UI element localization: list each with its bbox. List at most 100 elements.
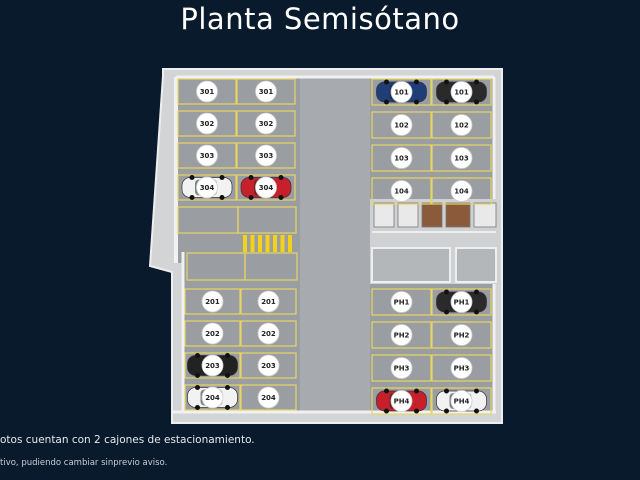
parking-bay	[371, 288, 432, 316]
crosswalk-stripe	[258, 235, 262, 252]
spot-number: PH2	[454, 332, 470, 340]
parking-bay	[371, 144, 432, 172]
parking-bay	[240, 320, 297, 347]
parking-bays	[177, 78, 492, 415]
spot-number: PH4	[454, 398, 470, 406]
spot-number-badge: 302	[196, 112, 218, 135]
parking-bay	[371, 321, 432, 349]
spot-number-badge: 301	[196, 80, 218, 103]
parking-bay	[177, 78, 237, 105]
parking-bay	[236, 78, 296, 105]
parking-bay	[184, 320, 241, 347]
spot-number: 302	[259, 120, 274, 128]
spot-number: 102	[454, 122, 469, 130]
spot-number: 304	[200, 184, 215, 192]
footnote-parking: otos cuentan con 2 cajones de estacionam…	[0, 434, 255, 446]
parking-bay	[371, 354, 432, 382]
spot-number: 104	[394, 188, 409, 196]
stair-room	[445, 202, 471, 228]
crosswalk-stripe	[265, 235, 270, 252]
parking-bay	[177, 142, 237, 169]
spot-number-badge: 201	[201, 290, 224, 313]
spot-number-badge: PH1	[450, 291, 473, 313]
spot-number-badge: 303	[255, 144, 277, 167]
spot-number-badge: PH3	[450, 357, 473, 379]
spot-number: PH1	[454, 299, 470, 307]
spot-number: 203	[205, 362, 220, 370]
service-core	[370, 199, 500, 284]
spot-number-badge: PH2	[390, 324, 413, 346]
spot-number: PH2	[394, 332, 410, 340]
parking-bay	[431, 321, 492, 349]
parking-bay	[240, 384, 297, 411]
central-driveway	[300, 77, 370, 412]
parking-bay	[371, 177, 432, 205]
pedestrian-crosswalk	[243, 235, 292, 252]
spot-number-badge: 202	[201, 322, 224, 345]
parking-bay	[371, 387, 432, 415]
spot-number-badge: 104	[450, 180, 473, 202]
spot-number-badge: PH4	[390, 390, 413, 412]
spot-number-badge: PH2	[450, 324, 473, 346]
spot-number-badge: 101	[390, 81, 413, 103]
spot-number-badge: 203	[257, 354, 280, 377]
crosswalk-stripe	[288, 235, 292, 252]
spot-number-badge: PH4	[450, 390, 473, 412]
elevator	[421, 202, 443, 228]
spot-number: 101	[454, 89, 469, 97]
crosswalk-stripe	[280, 235, 285, 252]
spot-number: 202	[261, 330, 276, 338]
spot-number-badge: 103	[450, 147, 473, 169]
parking-bay	[240, 352, 297, 379]
crosswalk-stripe	[243, 235, 247, 252]
spot-number-badge: 304	[255, 176, 277, 199]
spot-number-badge: 203	[201, 354, 224, 377]
parking-bay	[184, 384, 241, 411]
spot-number-badge: 102	[450, 114, 473, 136]
spot-number-badge: 201	[257, 290, 280, 313]
parking-bay	[431, 111, 492, 139]
footnote-disclaimer: tivo, pudiendo cambiar sinprevio aviso.	[0, 458, 168, 468]
parking-bay	[431, 177, 492, 205]
spot-number: 103	[454, 155, 469, 163]
parking-bay	[371, 111, 432, 139]
spot-number-badge: PH3	[390, 357, 413, 379]
spot-number: 204	[261, 394, 276, 402]
spot-number: 102	[394, 122, 409, 130]
spot-number: 303	[259, 152, 274, 160]
spot-number: PH3	[394, 365, 410, 373]
spot-number: 101	[394, 89, 409, 97]
parking-bay	[431, 387, 492, 415]
parking-bay	[431, 78, 492, 106]
spot-number-badge: 202	[257, 322, 280, 345]
spot-number: 201	[261, 298, 276, 306]
parking-bay	[236, 142, 296, 169]
spot-number-badge: PH1	[390, 291, 413, 313]
parking-bay	[371, 78, 432, 106]
spot-number: 302	[200, 120, 215, 128]
spot-labels: 301 301 302 302 303 303 304 304 201 201 202 202 203 2…	[196, 80, 473, 412]
spot-number-badge: 204	[257, 386, 280, 409]
spot-number-badge: 302	[255, 112, 277, 135]
parking-bay	[431, 354, 492, 382]
spot-number-badge: 204	[201, 386, 224, 409]
parking-bay	[177, 110, 237, 137]
parking-bay	[431, 288, 492, 316]
spot-number: 103	[394, 155, 409, 163]
parking-bay	[177, 174, 237, 201]
parking-bay	[240, 288, 297, 315]
crosswalk-stripe	[273, 235, 277, 252]
spot-number: 201	[205, 298, 220, 306]
spot-number: 304	[259, 184, 274, 192]
parking-bay	[431, 144, 492, 172]
spot-number-badge: 303	[196, 144, 218, 167]
spot-number-badge: 301	[255, 80, 277, 103]
spot-number-badge: 102	[390, 114, 413, 136]
spot-number-badge: 104	[390, 180, 413, 202]
spot-number: 104	[454, 188, 469, 196]
spot-number: 303	[200, 152, 215, 160]
spot-number: PH3	[454, 365, 470, 373]
spot-number-badge: 101	[450, 81, 473, 103]
spot-number-badge: 103	[390, 147, 413, 169]
